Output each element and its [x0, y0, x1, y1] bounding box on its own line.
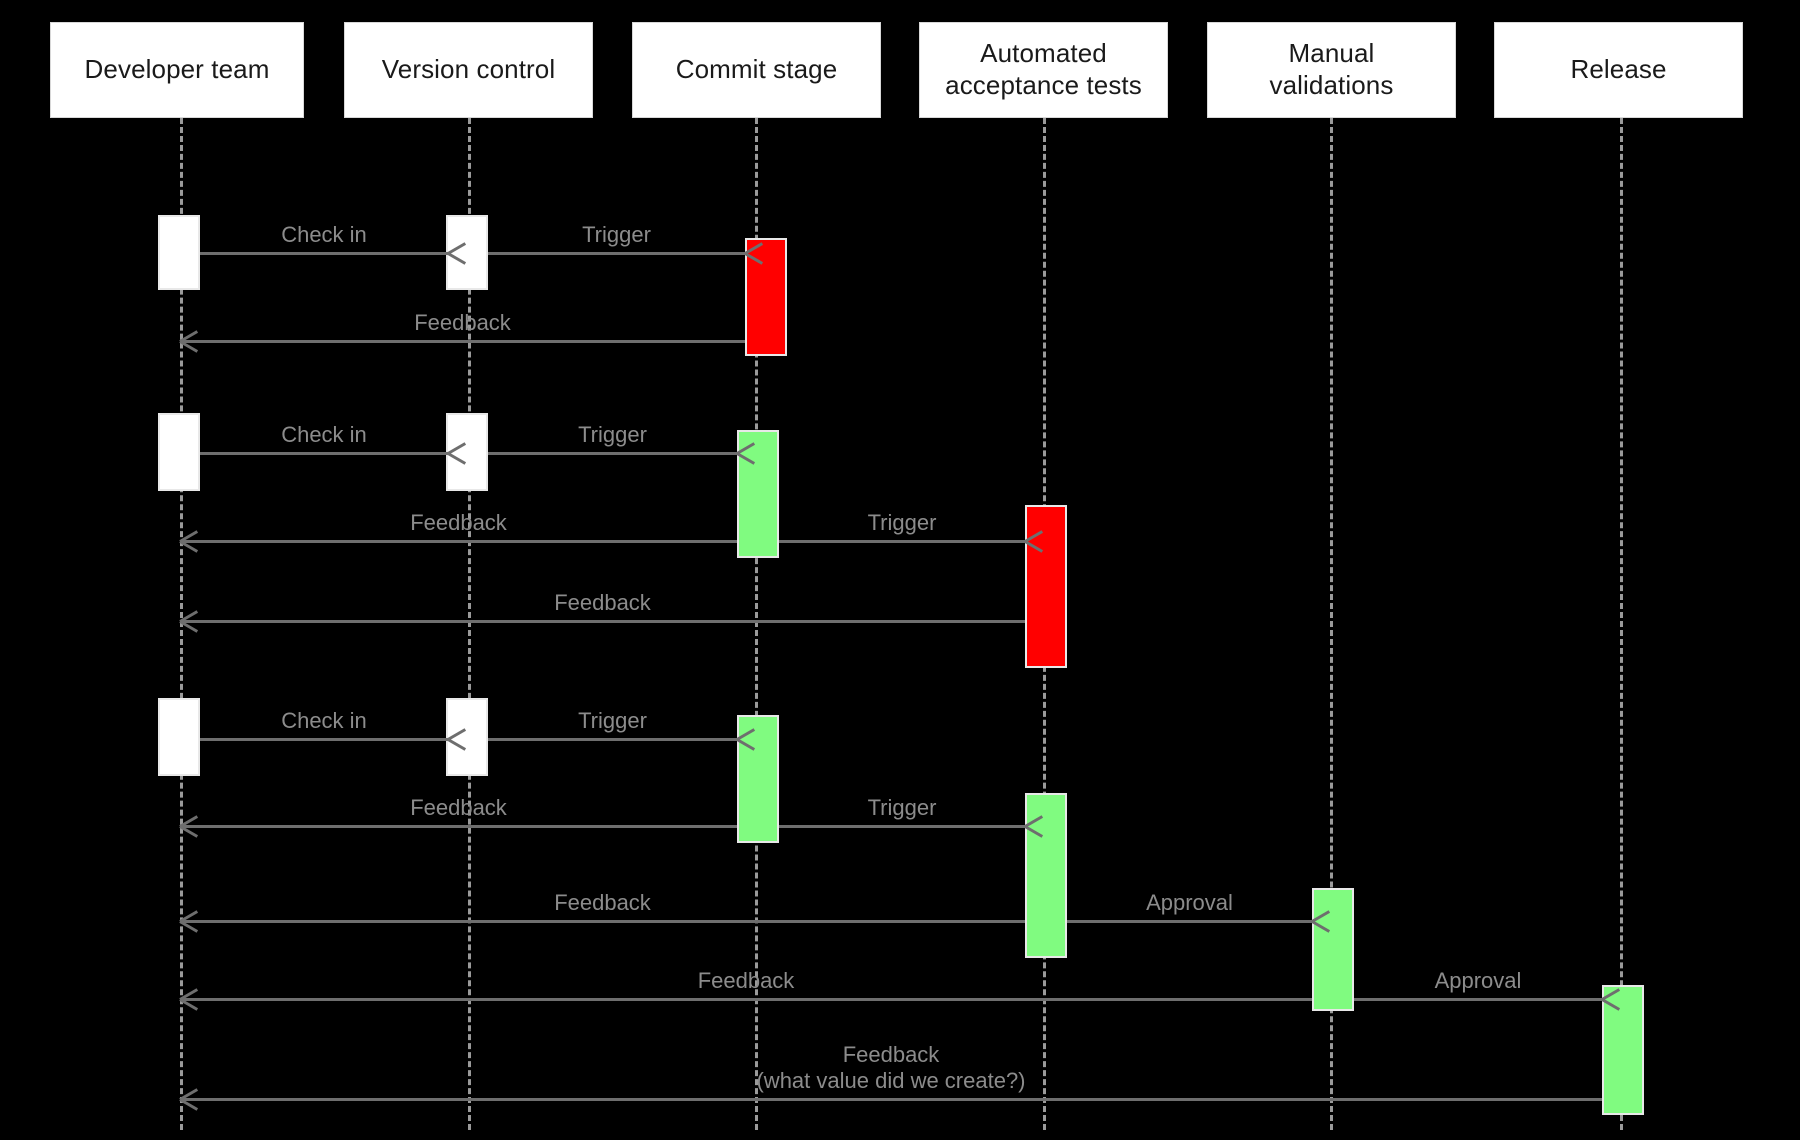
- message-label: Check in: [281, 422, 367, 448]
- message-label: Feedback (what value did we create?): [756, 1042, 1026, 1094]
- participant-label-vcs: Version control: [381, 54, 556, 85]
- message-line: [488, 452, 737, 455]
- lifeline-release: [1620, 118, 1623, 1130]
- message-line: [779, 540, 1025, 543]
- message-label: Trigger: [867, 795, 937, 821]
- activation-bar-dev-idle[interactable]: [158, 215, 200, 290]
- message-label: Check in: [281, 222, 367, 248]
- participant-label-dev: Developer team: [84, 54, 270, 85]
- participant-label-aat: Automated acceptance tests: [945, 38, 1142, 100]
- message-label: Feedback: [554, 890, 651, 916]
- activation-bar-manual-pass[interactable]: [1312, 888, 1354, 1011]
- message-label: Feedback: [554, 590, 651, 616]
- message-line: [1067, 920, 1312, 923]
- message-label: Feedback: [410, 510, 507, 536]
- participant-release[interactable]: Release: [1494, 22, 1743, 118]
- activation-bar-dev-idle[interactable]: [158, 698, 200, 776]
- message-label: Trigger: [578, 708, 647, 734]
- message-line: [180, 620, 1025, 623]
- participant-manual[interactable]: Manual validations: [1207, 22, 1456, 118]
- activation-bar-vcs-idle[interactable]: [446, 698, 488, 776]
- message-line: [200, 252, 448, 255]
- activation-bar-vcs-idle[interactable]: [446, 413, 488, 491]
- participant-label-manual: Manual validations: [1269, 38, 1394, 100]
- message-label: Approval: [1146, 890, 1233, 916]
- message-line: [180, 998, 1312, 1001]
- participant-label-commit: Commit stage: [675, 54, 838, 85]
- message-label: Trigger: [582, 222, 651, 248]
- activation-bar-aat-pass[interactable]: [1025, 793, 1067, 958]
- participant-dev[interactable]: Developer team: [50, 22, 304, 118]
- message-label: Feedback: [414, 310, 511, 336]
- activation-bar-commit-fail[interactable]: [745, 238, 787, 356]
- message-label: Feedback: [410, 795, 507, 821]
- message-line: [180, 825, 737, 828]
- activation-bar-dev-idle[interactable]: [158, 413, 200, 491]
- message-line: [1354, 998, 1602, 1001]
- message-line: [488, 252, 745, 255]
- lifeline-vcs: [468, 118, 471, 1130]
- message-line: [180, 1098, 1602, 1101]
- activation-bar-vcs-idle[interactable]: [446, 215, 488, 290]
- participant-commit[interactable]: Commit stage: [632, 22, 881, 118]
- activation-bar-release-pass[interactable]: [1602, 985, 1644, 1115]
- message-line: [488, 738, 737, 741]
- activation-bar-commit-pass[interactable]: [737, 430, 779, 558]
- lifeline-commit: [755, 118, 758, 1130]
- participant-vcs[interactable]: Version control: [344, 22, 593, 118]
- message-label: Trigger: [578, 422, 647, 448]
- message-label: Approval: [1434, 968, 1522, 994]
- participant-aat[interactable]: Automated acceptance tests: [919, 22, 1168, 118]
- message-line: [779, 825, 1025, 828]
- message-label: Trigger: [867, 510, 937, 536]
- lifeline-manual: [1330, 118, 1333, 1130]
- message-line: [200, 452, 448, 455]
- lifeline-dev: [180, 118, 183, 1130]
- message-label: Check in: [281, 708, 367, 734]
- activation-bar-commit-pass[interactable]: [737, 715, 779, 843]
- participant-label-release: Release: [1570, 54, 1667, 85]
- message-line: [180, 920, 1025, 923]
- activation-bar-aat-fail[interactable]: [1025, 505, 1067, 668]
- message-line: [180, 540, 737, 543]
- message-line: [200, 738, 448, 741]
- message-line: [180, 340, 745, 343]
- message-label: Feedback: [697, 968, 795, 994]
